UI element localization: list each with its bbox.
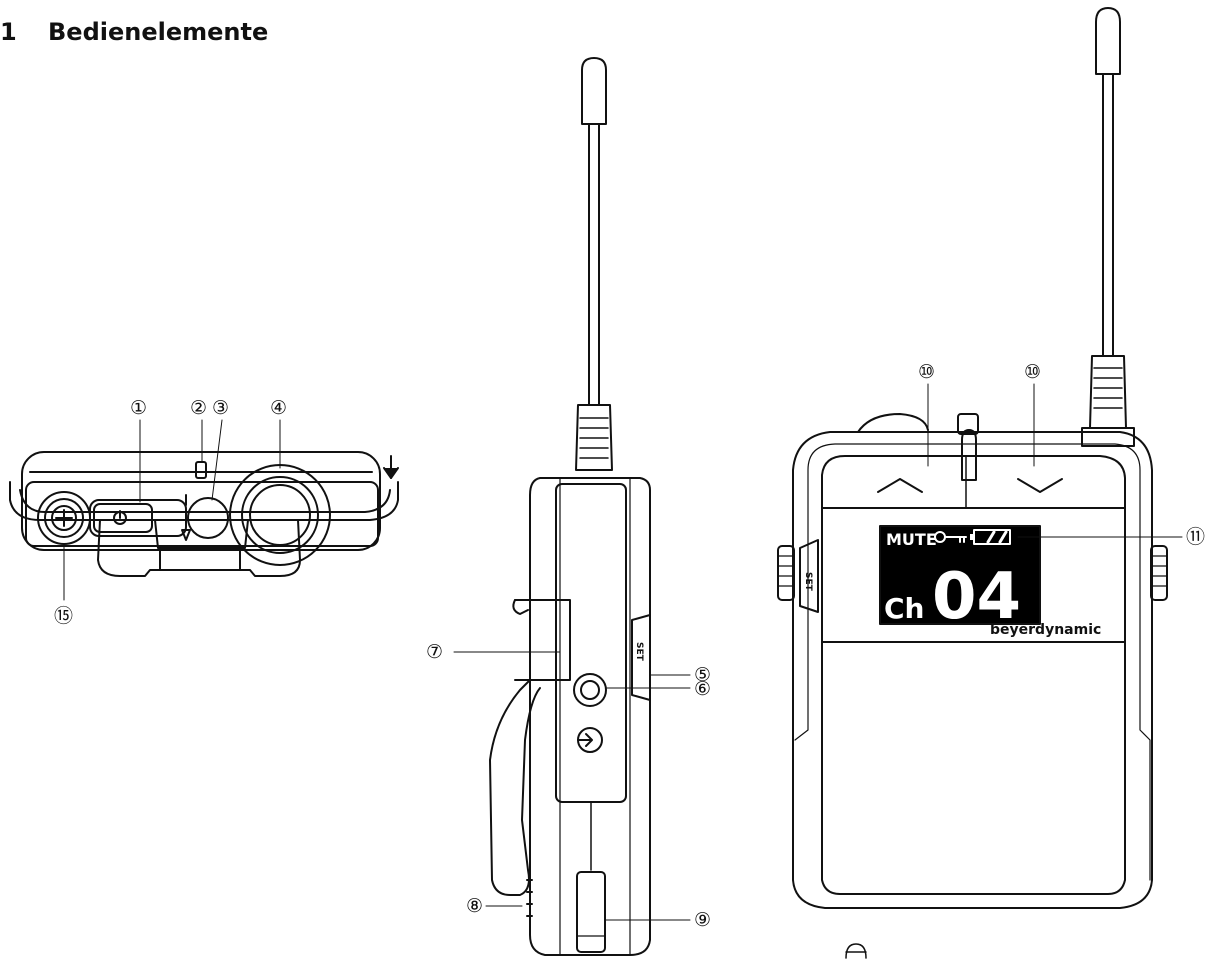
callout-1: ① bbox=[130, 397, 147, 419]
mini-xlr-core bbox=[51, 505, 77, 531]
down-button-icon bbox=[1017, 478, 1063, 493]
callout-8: ⑧ bbox=[466, 895, 483, 917]
input-icon-arrow bbox=[577, 733, 593, 747]
up-button-icon bbox=[877, 478, 923, 493]
display-channel-prefix: Ch bbox=[884, 592, 924, 625]
clip-ribs bbox=[159, 547, 241, 571]
antenna-socket-inner bbox=[249, 484, 311, 546]
slide-arrow-head bbox=[383, 467, 399, 479]
belt-clip-top bbox=[514, 599, 571, 681]
front-view bbox=[777, 7, 1168, 959]
set-label-side: SET bbox=[634, 642, 644, 662]
clip-base bbox=[97, 519, 301, 577]
right-grip bbox=[1150, 545, 1168, 601]
callout-10-down: ⑩ bbox=[1024, 361, 1041, 383]
set-button-side bbox=[631, 614, 651, 701]
top-body bbox=[21, 451, 381, 551]
callout-15: ⑮ bbox=[54, 605, 73, 627]
callout-4: ④ bbox=[270, 397, 287, 419]
display-channel-number: 04 bbox=[932, 560, 1021, 634]
display-status: MUTE bbox=[886, 530, 937, 549]
audio-jack bbox=[573, 673, 607, 707]
top-panel bbox=[25, 481, 379, 547]
front-body bbox=[792, 431, 1153, 909]
front-top-toggle bbox=[961, 429, 977, 481]
antenna-tip bbox=[581, 57, 607, 125]
section-title: Bedienelemente bbox=[48, 18, 269, 46]
side-view-callout-lines bbox=[485, 674, 691, 921]
callout-3: ③ bbox=[212, 397, 229, 419]
side-body bbox=[529, 477, 651, 956]
button-panel bbox=[821, 455, 1126, 509]
line-icon bbox=[181, 529, 191, 541]
mini-xlr-ring bbox=[44, 498, 84, 538]
callout-9: ⑨ bbox=[694, 909, 711, 931]
flange bbox=[9, 481, 399, 521]
flange-inner bbox=[19, 489, 391, 513]
set-button-front bbox=[799, 539, 819, 613]
front-antenna-grip bbox=[1093, 367, 1123, 409]
front-top-led bbox=[957, 413, 979, 435]
antenna-socket-ring bbox=[241, 476, 319, 554]
mic-line-switch bbox=[187, 497, 229, 539]
power-switch-slot bbox=[89, 499, 187, 537]
audio-jack-inner bbox=[580, 680, 600, 700]
side-view bbox=[489, 57, 651, 956]
antenna-sleeve bbox=[575, 404, 613, 471]
side-compartment bbox=[555, 483, 627, 803]
brand-logo: beyerdynamic bbox=[990, 622, 1101, 638]
belt-clip bbox=[489, 679, 541, 896]
callout-7: ⑦ bbox=[426, 641, 443, 663]
power-switch bbox=[93, 503, 153, 533]
front-view-callout-lines bbox=[927, 383, 1183, 538]
callout-2: ② bbox=[190, 397, 207, 419]
front-antenna-tip bbox=[1095, 7, 1121, 75]
battery-door bbox=[821, 641, 1126, 895]
side-ridges bbox=[526, 879, 533, 917]
set-label-front: SET bbox=[803, 572, 813, 592]
section-heading: 1 Bedienelemente bbox=[0, 18, 268, 46]
front-antenna-base bbox=[1081, 427, 1135, 447]
front-antenna-sleeve bbox=[1089, 355, 1127, 429]
callout-6: ⑥ bbox=[694, 678, 711, 700]
left-grip bbox=[777, 545, 795, 601]
battery-latch bbox=[576, 871, 606, 953]
battery-bars bbox=[986, 530, 1008, 544]
top-view-callout-lines bbox=[63, 419, 561, 653]
status-led bbox=[195, 461, 207, 479]
mini-xlr-pins bbox=[55, 509, 73, 527]
mic-icon bbox=[181, 494, 191, 513]
callout-11: ⑪ bbox=[1186, 526, 1205, 548]
antenna-grip bbox=[579, 417, 609, 459]
top-view bbox=[9, 451, 399, 577]
lock-key-shaft bbox=[944, 536, 967, 543]
bottom-symbol-icon bbox=[845, 943, 867, 959]
section-number: 1 bbox=[0, 18, 17, 46]
callout-10-up: ⑩ bbox=[918, 361, 935, 383]
front-body-inner bbox=[794, 443, 1151, 881]
front-top-grip bbox=[857, 413, 929, 433]
callout-5: ⑤ bbox=[694, 664, 711, 686]
side-body-edges bbox=[559, 477, 631, 956]
